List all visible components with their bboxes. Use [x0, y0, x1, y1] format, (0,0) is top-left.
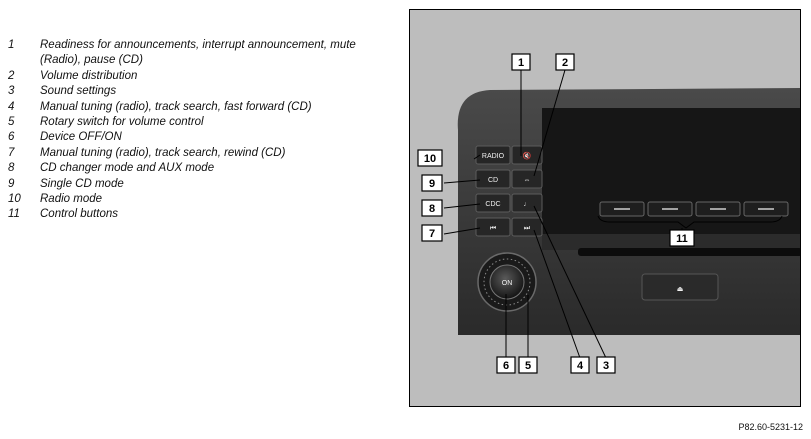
volume-distribution-icon: ⇔: [524, 177, 531, 184]
radio-illustration: ⏏ RADIO CD CDC ⏮ 🔇: [409, 9, 801, 407]
legend-item: 1 Readiness for announcements, interrupt …: [8, 38, 388, 69]
legend-text: Rotary switch for volume control: [40, 116, 204, 129]
svg-text:1: 1: [518, 57, 524, 69]
rewind-button[interactable]: [475, 217, 511, 237]
legend-number: 4: [8, 100, 15, 113]
legend-item: 11 Control buttons: [8, 207, 388, 222]
svg-text:4: 4: [577, 360, 584, 372]
legend-number: 3: [8, 85, 15, 98]
cd-button-label: CD: [488, 177, 498, 184]
legend-item: 6 Device OFF/ON: [8, 130, 388, 145]
callout-9: 9: [421, 174, 443, 192]
on-button-label: ON: [502, 280, 513, 287]
svg-text:2: 2: [562, 57, 568, 69]
svg-text:7: 7: [429, 228, 435, 240]
svg-text:9: 9: [429, 178, 435, 190]
callout-7: 7: [421, 224, 443, 242]
svg-text:10: 10: [424, 153, 436, 165]
legend-item: 3 Sound settings: [8, 84, 388, 99]
legend-text: Manual tuning (radio), track search, rew…: [40, 146, 286, 159]
legend-item: 5 Rotary switch for volume control: [8, 115, 388, 130]
figure-reference: P82.60-5231-12: [738, 422, 803, 432]
legend-number: 8: [8, 162, 15, 175]
eject-button[interactable]: [641, 273, 719, 301]
legend-number: 5: [8, 116, 15, 129]
legend-text: Device OFF/ON: [40, 131, 122, 144]
volume-knob[interactable]: ON: [477, 252, 537, 312]
mute-icon: 🔇: [523, 151, 532, 160]
legend-item: 9 Single CD mode: [8, 177, 388, 192]
legend-text: CD changer mode and AUX mode: [40, 162, 215, 175]
radio-button[interactable]: [475, 145, 511, 165]
legend-item: 4 Manual tuning (radio), track search, fa…: [8, 100, 388, 115]
legend-number: 1: [8, 39, 15, 51]
legend-text: Volume distribution: [40, 69, 138, 82]
mute-button[interactable]: [511, 145, 543, 165]
legend-item: 2 Volume distribution: [8, 69, 388, 84]
legend-text: Sound settings: [40, 85, 117, 98]
legend-number: 2: [8, 69, 15, 82]
legend-number: 6: [8, 131, 15, 144]
legend-text: Manual tuning (radio), track search, fas…: [40, 100, 312, 113]
rewind-icon: ⏮: [490, 225, 496, 232]
svg-text:11: 11: [676, 233, 688, 245]
left-button-column: RADIO CD CDC ⏮: [475, 145, 511, 237]
cdc-button[interactable]: [475, 193, 511, 213]
callout-5: 5: [518, 356, 538, 374]
callout-2: 2: [555, 53, 575, 71]
legend-number: 7: [8, 146, 15, 159]
cd-button[interactable]: [475, 169, 511, 189]
legend-item: 10 Radio mode: [8, 192, 388, 207]
radio-button-label: RADIO: [482, 153, 505, 160]
fast-forward-icon: ⏭: [524, 225, 531, 232]
control-buttons: [597, 201, 789, 229]
legend-item: 8 CD changer mode and AUX mode: [8, 161, 388, 176]
svg-text:8: 8: [429, 203, 435, 215]
legend-text: Single CD mode: [40, 177, 124, 190]
callout-8: 8: [421, 199, 443, 217]
legend-text: Readiness for announcements, interrupt a…: [40, 39, 356, 67]
legend-number: 11: [8, 208, 20, 221]
svg-text:5: 5: [525, 360, 531, 372]
cd-slot: [578, 248, 800, 256]
eject-icon: ⏏: [677, 286, 684, 293]
legend-item: 7 Manual tuning (radio), track search, re…: [8, 146, 388, 161]
callout-3: 3: [596, 356, 616, 374]
on-off-button[interactable]: [489, 264, 525, 300]
callout-10: 10: [417, 149, 443, 167]
svg-text:3: 3: [603, 360, 609, 372]
callout-6: 6: [496, 356, 516, 374]
legend-list: 1 Readiness for announcements, interrupt …: [8, 38, 388, 223]
callout-11: 11: [669, 229, 695, 247]
right-button-column: 🔇 ⇔ ♩ ⏭: [511, 145, 543, 237]
svg-text:6: 6: [503, 360, 509, 372]
sound-settings-icon: ♩: [524, 201, 531, 208]
legend-number: 9: [8, 177, 15, 190]
cdc-button-label: CDC: [485, 201, 500, 208]
legend-text: Radio mode: [40, 193, 103, 206]
leader-lines: [443, 69, 683, 359]
callout-4: 4: [570, 356, 590, 374]
legend-number: 10: [8, 193, 21, 206]
callout-1: 1: [511, 53, 531, 71]
legend-text: Control buttons: [40, 208, 118, 221]
radio-drawing: ⏏ RADIO CD CDC ⏮ 🔇: [417, 53, 800, 374]
